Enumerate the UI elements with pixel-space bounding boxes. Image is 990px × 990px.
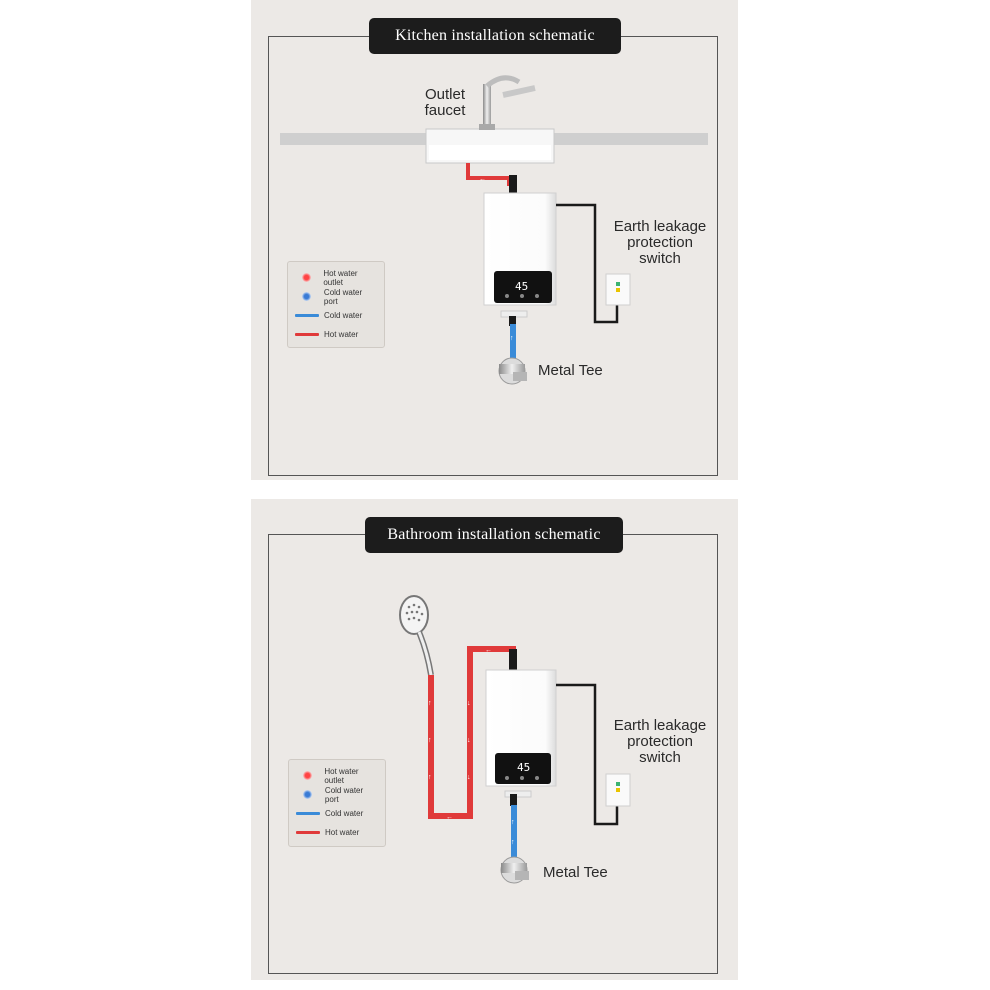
metal-tee-label: Metal Tee bbox=[538, 362, 603, 379]
water-heater-unit bbox=[485, 669, 557, 798]
cold-water-pipe bbox=[511, 805, 517, 857]
switch-label: Earth leakage protection switch bbox=[613, 218, 707, 267]
legend-item: Hot water bbox=[294, 325, 378, 344]
legend-item: Hot water outlet bbox=[295, 766, 379, 785]
earth-leakage-switch-icon bbox=[605, 773, 631, 807]
svg-text:↑: ↑ bbox=[428, 700, 432, 707]
metal-tee-label: Metal Tee bbox=[543, 864, 608, 881]
shower-head-icon bbox=[399, 595, 434, 676]
legend-item: Cold water port bbox=[295, 785, 379, 804]
cold-water-port-icon bbox=[302, 292, 312, 301]
svg-text:↓: ↓ bbox=[467, 737, 471, 744]
svg-text:↑: ↑ bbox=[428, 737, 432, 744]
water-heater-unit bbox=[483, 192, 557, 318]
svg-text:←: ← bbox=[485, 647, 492, 654]
switch-label: Earth leakage protection switch bbox=[613, 717, 707, 766]
bathroom-title: Bathroom installation schematic bbox=[365, 517, 623, 553]
cold-water-port-icon bbox=[303, 790, 313, 799]
kitchen-legend: Hot water outlet Cold water port Cold wa… bbox=[287, 261, 385, 348]
legend-item: Hot water outlet bbox=[294, 268, 378, 287]
bathroom-legend: Hot water outlet Cold water port Cold wa… bbox=[288, 759, 386, 847]
cold-water-line-icon bbox=[296, 812, 320, 815]
svg-text:↑: ↑ bbox=[510, 335, 514, 342]
svg-text:↓: ↓ bbox=[467, 774, 471, 781]
heater-display-reading: 45 bbox=[517, 761, 530, 774]
hot-water-pipe bbox=[466, 163, 511, 186]
cold-water-pipe bbox=[510, 324, 516, 358]
legend-item: Cold water bbox=[295, 804, 379, 823]
hot-water-outlet-icon bbox=[302, 273, 312, 282]
bathroom-schematic-panel: ↑ ↑ ↑ ↓ ↓ ↓ ← ← 45 ↑ ↑ bbox=[251, 499, 738, 980]
metal-tee-icon bbox=[498, 357, 527, 385]
faucet-label: Outlet faucet bbox=[424, 86, 466, 119]
svg-text:←: ← bbox=[446, 814, 453, 821]
svg-text:↑: ↑ bbox=[428, 774, 432, 781]
heater-display-reading: 45 bbox=[515, 280, 528, 293]
kitchen-diagram: ← 45 ↑ bbox=[280, 75, 708, 385]
earth-leakage-wire bbox=[556, 683, 619, 826]
bathroom-diagram: ↑ ↑ ↑ ↓ ↓ ↓ ← ← 45 ↑ ↑ bbox=[399, 595, 631, 884]
kitchen-schematic-panel: ← 45 ↑ O bbox=[251, 0, 738, 480]
svg-text:↑: ↑ bbox=[511, 839, 515, 846]
earth-leakage-switch-icon bbox=[605, 273, 631, 306]
legend-item: Cold water port bbox=[294, 287, 378, 306]
legend-item: Hot water bbox=[295, 823, 379, 842]
cold-water-line-icon bbox=[295, 314, 319, 317]
svg-text:↑: ↑ bbox=[511, 819, 515, 826]
hot-water-line-icon bbox=[295, 333, 319, 336]
svg-text:↓: ↓ bbox=[467, 700, 471, 707]
earth-leakage-wire bbox=[556, 203, 619, 324]
svg-text:←: ← bbox=[479, 176, 486, 183]
legend-item: Cold water bbox=[294, 306, 378, 325]
metal-tee-icon bbox=[500, 856, 529, 884]
kitchen-title: Kitchen installation schematic bbox=[369, 18, 621, 54]
hot-water-line-icon bbox=[296, 831, 320, 834]
outlet-faucet-icon bbox=[479, 75, 536, 130]
hot-water-outlet-icon bbox=[303, 771, 313, 780]
